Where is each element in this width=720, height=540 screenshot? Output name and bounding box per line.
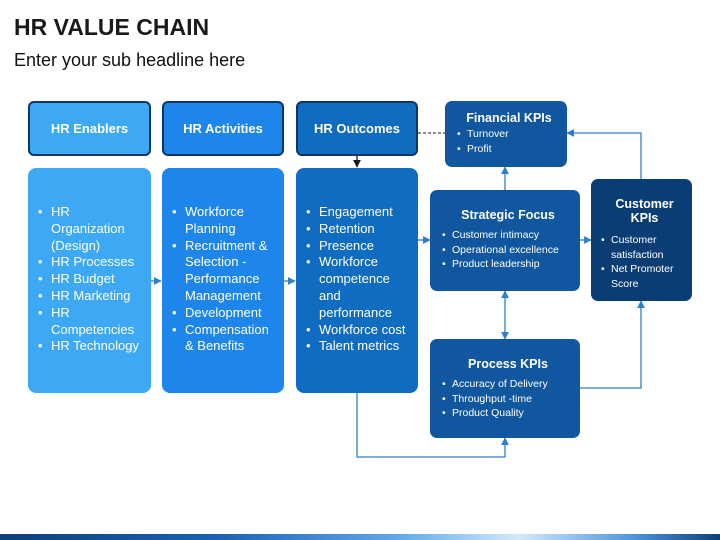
hr-outcomes-header: HR Outcomes	[296, 101, 418, 156]
hr-outcomes-header-label: HR Outcomes	[314, 121, 400, 136]
hr-enablers-column: HR Organization (Design) HR Processes HR…	[28, 168, 151, 393]
list-item: HR Competencies	[38, 305, 147, 339]
hr-activities-header-label: HR Activities	[183, 121, 263, 136]
list-item: Engagement	[306, 204, 414, 221]
list-item: Workforce competence and performance	[306, 254, 414, 321]
list-item: Workforce cost	[306, 322, 414, 339]
hr-outcomes-column: Engagement Retention Presence Workforce …	[296, 168, 418, 393]
page-title: HR VALUE CHAIN	[14, 14, 210, 40]
list-item: HR Processes	[38, 254, 147, 271]
customer-kpis-title: Customer KPIs	[615, 197, 674, 225]
list-item: Development	[172, 305, 280, 322]
arrow-outcomes-to-process	[356, 393, 509, 458]
arrow-process-to-customer	[580, 300, 645, 389]
list-item: Turnover	[457, 127, 561, 142]
hr-activities-header: HR Activities	[162, 101, 284, 156]
arrow-customer-to-financial	[566, 129, 642, 179]
customer-kpis-box: Customer KPIs Customer satisfaction Net …	[591, 179, 692, 301]
list-item: Workforce Planning	[172, 204, 280, 238]
page-subtitle: Enter your sub headline here	[14, 50, 246, 70]
list-item: HR Budget	[38, 271, 147, 288]
process-kpis-title: Process KPIs	[468, 357, 548, 371]
list-item: Throughput -time	[442, 392, 574, 407]
footer-gradient-bar	[0, 534, 720, 540]
list-item: Talent metrics	[306, 338, 414, 355]
hr-enablers-header: HR Enablers	[28, 101, 151, 156]
list-item: Net Promoter Score	[601, 262, 688, 291]
hr-enablers-header-label: HR Enablers	[50, 121, 129, 136]
list-item: Recruitment & Selection - Performance Ma…	[172, 238, 280, 305]
list-item: Customer satisfaction	[601, 233, 688, 262]
financial-kpis-box: Financial KPIs Turnover Profit	[445, 101, 567, 167]
list-item: Product Quality	[442, 406, 574, 421]
list-item: Accuracy of Delivery	[442, 377, 574, 392]
hr-activities-column: Workforce Planning Recruitment & Selecti…	[162, 168, 284, 393]
list-item: Operational excellence	[442, 243, 574, 258]
list-item: HR Technology	[38, 338, 147, 355]
list-item: Product leadership	[442, 257, 574, 272]
strategic-focus-title: Strategic Focus	[461, 208, 555, 222]
list-item: Customer intimacy	[442, 228, 574, 243]
list-item: Presence	[306, 238, 414, 255]
list-item: HR Marketing	[38, 288, 147, 305]
process-kpis-box: Process KPIs Accuracy of Delivery Throug…	[430, 339, 580, 438]
list-item: HR Organization (Design)	[38, 204, 147, 254]
list-item: Retention	[306, 221, 414, 238]
list-item: Profit	[457, 142, 561, 157]
strategic-focus-box: Strategic Focus Customer intimacy Operat…	[430, 190, 580, 291]
financial-kpis-title: Financial KPIs	[466, 111, 552, 125]
list-item: Compensation & Benefits	[172, 322, 280, 356]
